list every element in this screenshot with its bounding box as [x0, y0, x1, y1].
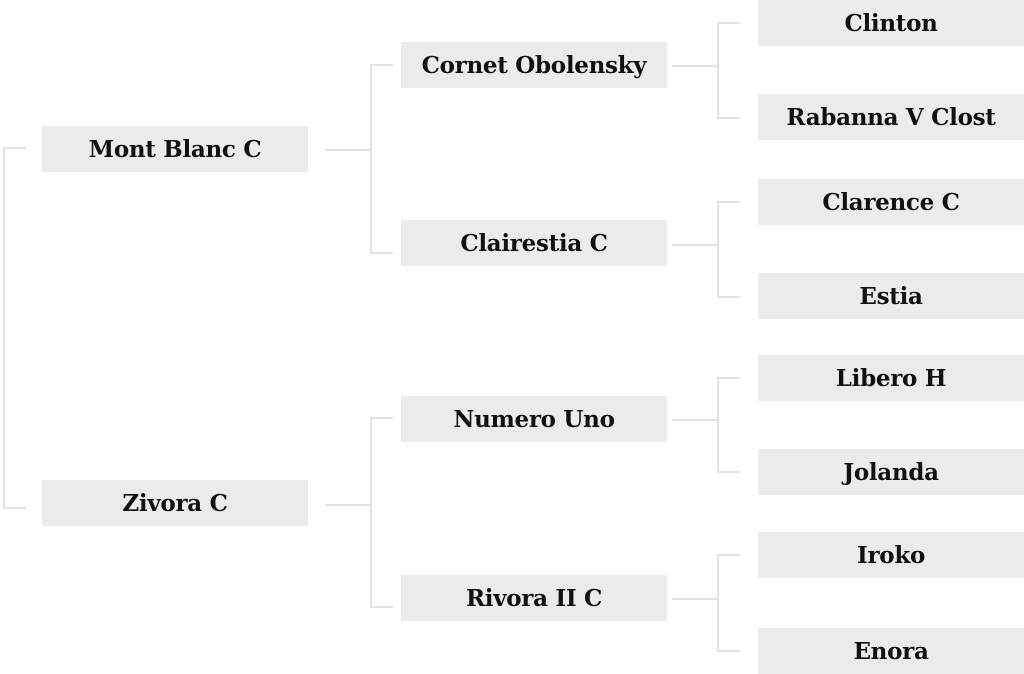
dds-box[interactable]: Iroko [758, 532, 1024, 578]
dsd-box[interactable]: Jolanda [758, 449, 1024, 495]
sire-name: Mont Blanc C [88, 135, 262, 163]
connector-mont-blanc [325, 64, 393, 254]
ddd-name: Enora [853, 637, 929, 665]
sire-box[interactable]: Mont Blanc C [42, 126, 308, 172]
connector-zivora [325, 417, 393, 608]
sire-dam-box[interactable]: Clairestia C [401, 220, 667, 266]
dam-name: Zivora C [122, 489, 228, 517]
sdd-box[interactable]: Estia [758, 273, 1024, 319]
dam-dam-box[interactable]: Rivora II C [401, 575, 667, 621]
sdd-name: Estia [859, 282, 923, 310]
sss-box[interactable]: Clinton [758, 0, 1024, 46]
ssd-name: Rabanna V Clost [786, 103, 996, 131]
ssd-box[interactable]: Rabanna V Clost [758, 94, 1024, 140]
dam-sire-name: Numero Uno [453, 405, 615, 433]
ddd-box[interactable]: Enora [758, 628, 1024, 674]
sds-name: Clarence C [822, 188, 960, 216]
root-bracket [3, 147, 26, 509]
connector-rivora [672, 554, 740, 652]
sss-name: Clinton [844, 9, 938, 37]
sire-sire-name: Cornet Obolensky [421, 51, 647, 79]
connector-numero [672, 377, 740, 473]
dss-name: Libero H [835, 364, 947, 392]
sds-box[interactable]: Clarence C [758, 179, 1024, 225]
dsd-name: Jolanda [843, 458, 939, 486]
sire-sire-box[interactable]: Cornet Obolensky [401, 42, 667, 88]
dam-dam-name: Rivora II C [465, 584, 603, 612]
connector-clairestia [672, 201, 740, 298]
dss-box[interactable]: Libero H [758, 355, 1024, 401]
dam-box[interactable]: Zivora C [42, 480, 308, 526]
connector-cornet [672, 22, 740, 119]
dds-name: Iroko [857, 541, 925, 569]
dam-sire-box[interactable]: Numero Uno [401, 396, 667, 442]
sire-dam-name: Clairestia C [460, 229, 608, 257]
